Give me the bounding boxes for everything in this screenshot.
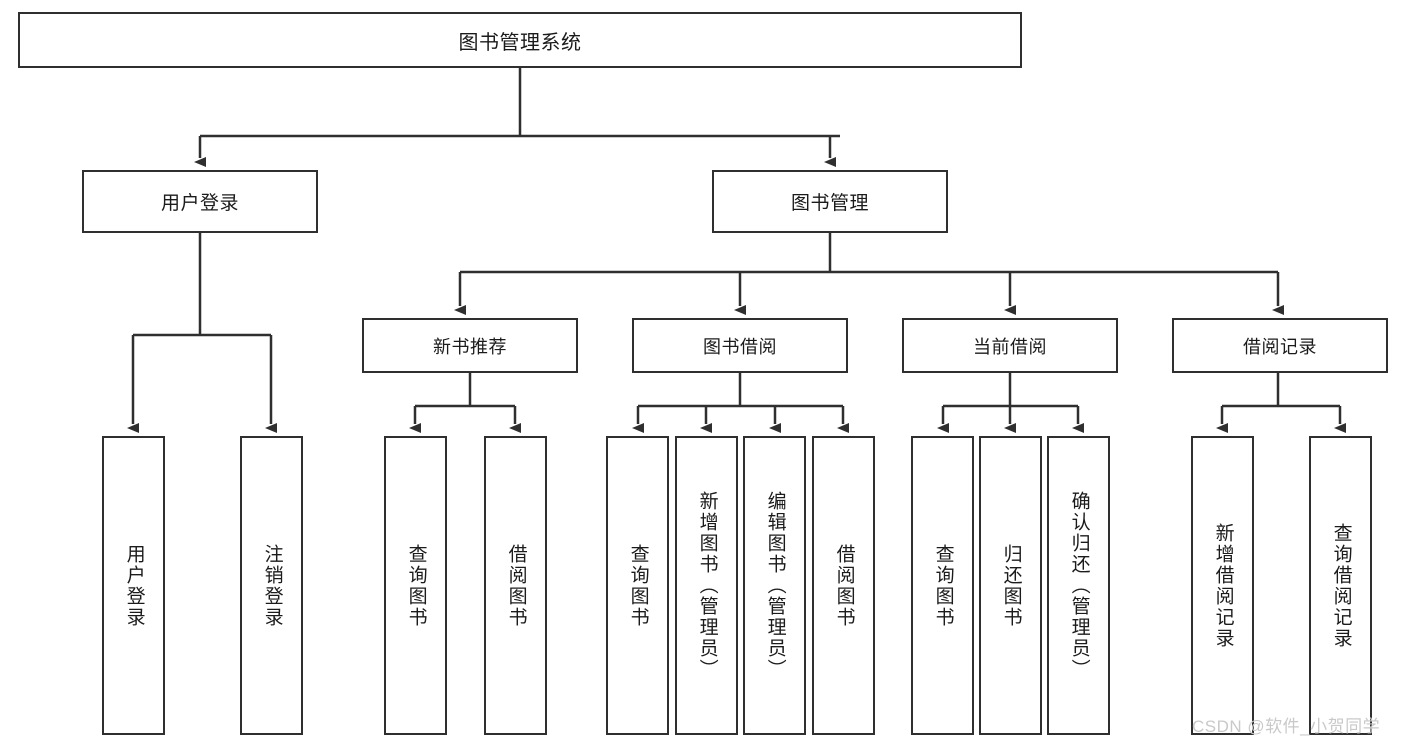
node-new-book-recommend-label: 新书推荐 [433, 336, 507, 357]
node-new-book-recommend[interactable]: 新书推荐 [362, 318, 578, 373]
leaf-borrow-edit-book-label: 编辑图书（管理员） [764, 491, 786, 680]
leaf-records-query-record[interactable]: 查询借阅记录 [1309, 436, 1372, 735]
leaf-user-login[interactable]: 用户登录 [102, 436, 165, 735]
leaf-borrow-query-book-label: 查询图书 [627, 543, 649, 628]
leaf-current-query-book-label: 查询图书 [932, 543, 954, 628]
node-root-label: 图书管理系统 [458, 31, 582, 54]
leaf-borrow-add-book[interactable]: 新增图书（管理员） [675, 436, 738, 735]
node-borrow-records[interactable]: 借阅记录 [1172, 318, 1388, 373]
leaf-newbook-borrow-book[interactable]: 借阅图书 [484, 436, 547, 735]
leaf-current-confirm-return-label: 确认归还（管理员） [1068, 491, 1090, 680]
leaf-newbook-query-book[interactable]: 查询图书 [384, 436, 447, 735]
leaf-current-return-book[interactable]: 归还图书 [979, 436, 1042, 735]
leaf-newbook-borrow-book-label: 借阅图书 [505, 543, 527, 628]
watermark: CSDN @软件_小贺同学 [1192, 717, 1381, 736]
leaf-current-query-book[interactable]: 查询图书 [911, 436, 974, 735]
leaf-records-add-record-label: 新增借阅记录 [1212, 522, 1234, 649]
node-current-borrow-label: 当前借阅 [973, 336, 1047, 357]
node-user-login[interactable]: 用户登录 [82, 170, 318, 233]
leaf-records-query-record-label: 查询借阅记录 [1330, 522, 1352, 649]
node-book-borrow-label: 图书借阅 [703, 336, 777, 357]
leaf-records-add-record[interactable]: 新增借阅记录 [1191, 436, 1254, 735]
leaf-user-login-label: 用户登录 [123, 543, 145, 628]
leaf-borrow-add-book-label: 新增图书（管理员） [696, 491, 718, 680]
leaf-logout[interactable]: 注销登录 [240, 436, 303, 735]
node-user-login-label: 用户登录 [160, 193, 239, 214]
leaf-current-confirm-return[interactable]: 确认归还（管理员） [1047, 436, 1110, 735]
node-root[interactable]: 图书管理系统 [18, 12, 1022, 68]
leaf-borrow-edit-book[interactable]: 编辑图书（管理员） [743, 436, 806, 735]
leaf-logout-label: 注销登录 [261, 543, 283, 628]
leaf-current-return-book-label: 归还图书 [1000, 543, 1022, 628]
leaf-borrow-borrow-book[interactable]: 借阅图书 [812, 436, 875, 735]
node-book-borrow[interactable]: 图书借阅 [632, 318, 848, 373]
node-borrow-records-label: 借阅记录 [1243, 336, 1317, 357]
leaf-borrow-query-book[interactable]: 查询图书 [606, 436, 669, 735]
node-book-management[interactable]: 图书管理 [712, 170, 948, 233]
node-current-borrow[interactable]: 当前借阅 [902, 318, 1118, 373]
leaf-borrow-borrow-book-label: 借阅图书 [833, 543, 855, 628]
node-book-management-label: 图书管理 [790, 193, 869, 214]
leaf-newbook-query-book-label: 查询图书 [405, 543, 427, 628]
